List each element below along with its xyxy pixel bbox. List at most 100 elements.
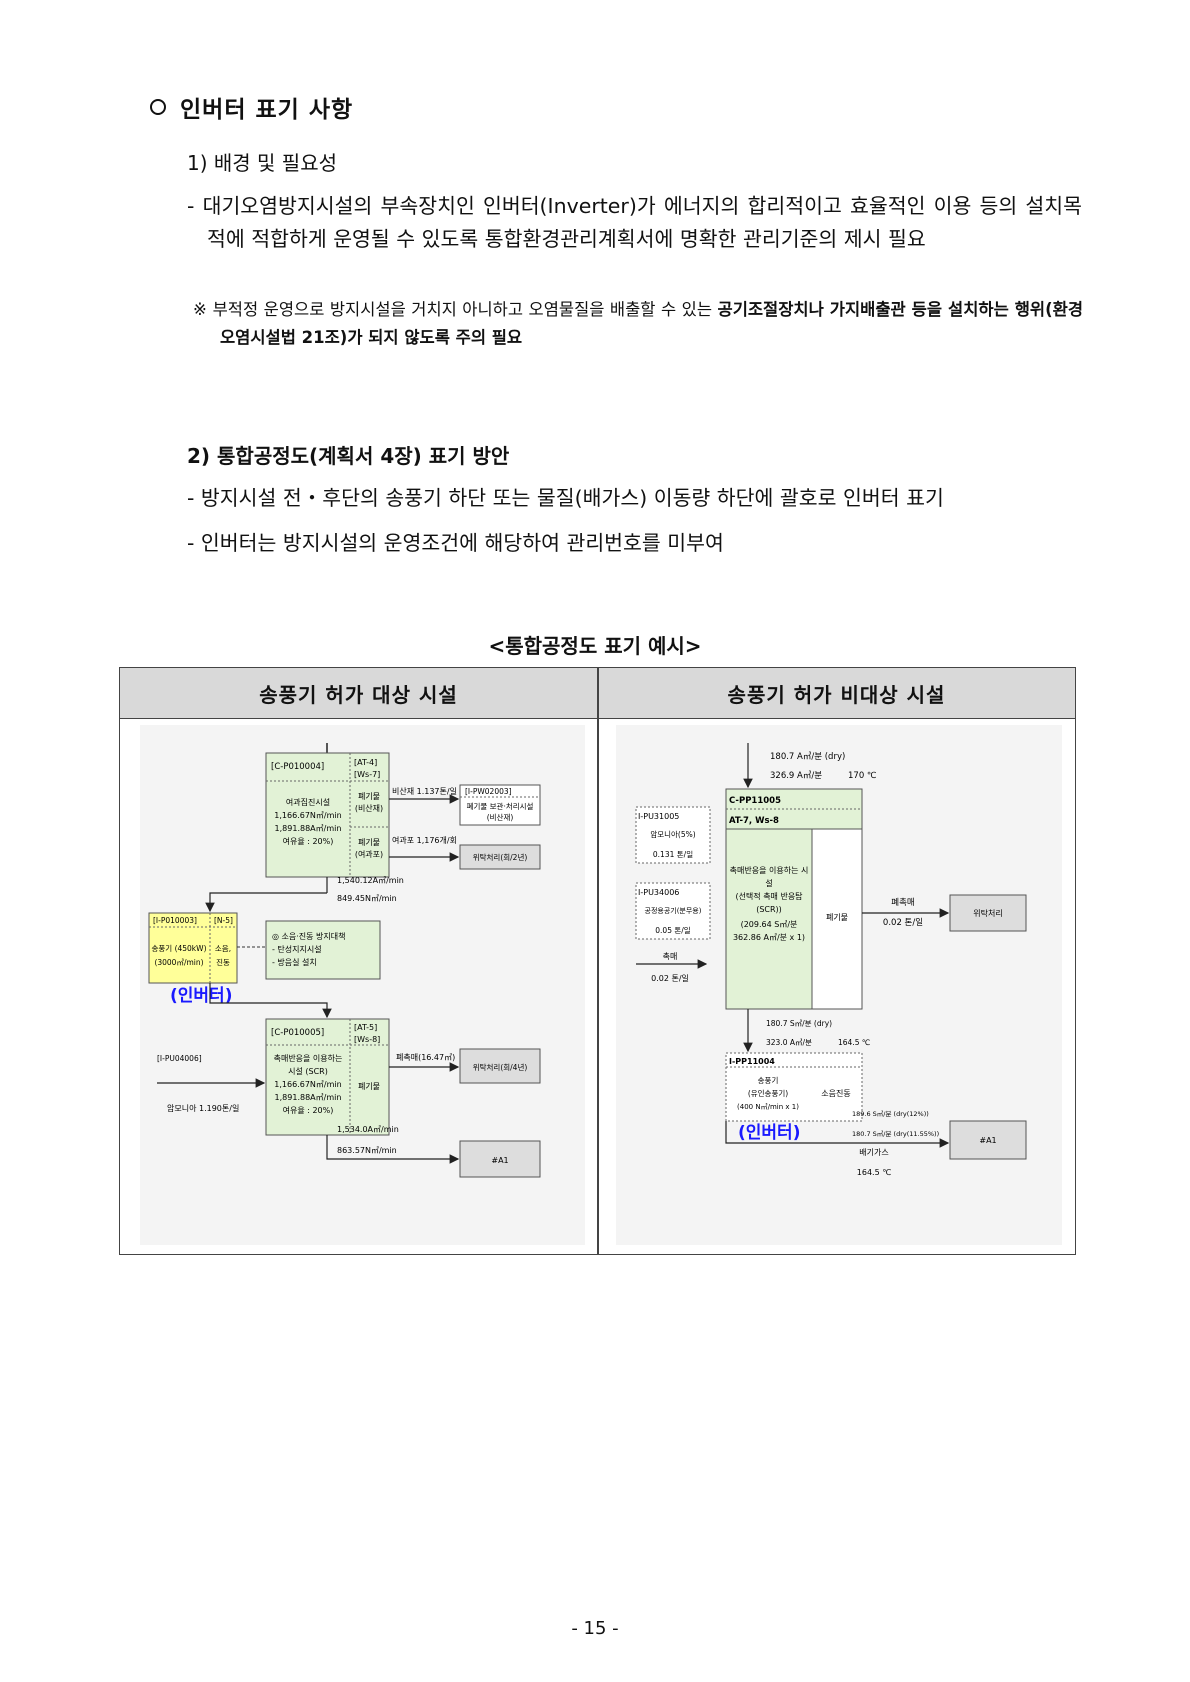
pu1-box xyxy=(635,806,711,864)
fan-line-3-right: (400 N㎥/min x 1) xyxy=(737,1102,799,1111)
exh-label: 배기가스 xyxy=(859,1148,888,1157)
pu2-val: 0.05 톤/일 xyxy=(655,926,691,935)
pu2-name: 공정용공기(분무용) xyxy=(645,906,702,915)
section2-bullet-1: - 방지시설 전・후단의 송풍기 하단 또는 물질(배가스) 이동량 하단에 괄… xyxy=(187,486,944,510)
section2-title: 2) 통합공정도(계획서 4장) 표기 방안 xyxy=(187,444,510,468)
fan-line-1-right: 송풍기 xyxy=(758,1076,779,1085)
a1-box-right xyxy=(949,1120,1027,1160)
pw-id: [I-PW02003] xyxy=(465,787,512,796)
pu2-id: I-PU34006 xyxy=(638,888,679,897)
outsource1: 위탁처리(회/2년) xyxy=(473,852,528,862)
example-table: 송풍기 허가 대상 시설 송풍기 허가 비대상 시설 [C-P010004] [… xyxy=(119,667,1076,1255)
section-heading: 인버터 표기 사항 xyxy=(150,90,353,124)
main-line-5: (209.64 S㎥/분 xyxy=(741,920,798,929)
outsource-box-right xyxy=(949,894,1027,932)
main-id: C-PP11005 xyxy=(729,796,781,806)
catalyst: 촉매 xyxy=(663,952,678,961)
flow-bot1: 1,534.0A㎥/min xyxy=(337,1125,399,1134)
box1-out1-a: 폐기물 xyxy=(358,791,380,801)
box1-code2: [Ws-7] xyxy=(354,770,380,779)
box1-line-1: 여과집진시설 xyxy=(286,797,330,807)
mid1: 180.7 S㎥/분 (dry) xyxy=(766,1019,832,1028)
right-process-diagram: 180.7 A㎥/분 (dry) 326.9 A㎥/분 170 ℃ C-PP11… xyxy=(598,719,1075,1254)
box1-line-4: 여유율 : 20%) xyxy=(283,836,334,846)
section1-title: 1) 배경 및 필요성 xyxy=(187,151,337,175)
main-code: AT-7, Ws-8 xyxy=(729,816,779,826)
noise-line-3: - 방음실 설치 xyxy=(272,957,317,967)
main-line-6: 362.86 A㎥/분 x 1) xyxy=(733,933,805,942)
box2-out: 폐기물 xyxy=(358,1081,380,1091)
fan-code: [N-5] xyxy=(214,916,233,925)
section1-paragraph: - 대기오염방지시설의 부속장치인 인버터(Inverter)가 에너지의 합리… xyxy=(187,194,1082,251)
box2-id: [C-P010005] xyxy=(271,1028,324,1038)
right-diagram-svg: 180.7 A㎥/분 (dry) 326.9 A㎥/분 170 ℃ C-PP11… xyxy=(616,725,1062,1245)
fan-noise-2: 진동 xyxy=(216,957,230,967)
box1-line-3: 1,891.88A㎥/min xyxy=(275,824,342,833)
pu1-id: I-PU31005 xyxy=(638,812,679,821)
note-bold-text: 공기조절장치나 가지배출관 등을 설치하는 행위(환경오염시설법 21조)가 되… xyxy=(220,300,1084,347)
a1-right: #A1 xyxy=(979,1136,996,1145)
outsource1-box xyxy=(459,844,541,870)
mid2: 323.0 A㎥/분 xyxy=(766,1038,812,1047)
flow-mid2: 849.45N㎥/min xyxy=(337,894,397,903)
flow-bot2: 863.57N㎥/min xyxy=(337,1146,397,1155)
mid-temp: 164.5 ℃ xyxy=(838,1038,870,1047)
top1: 180.7 A㎥/분 (dry) xyxy=(770,752,845,762)
fan-id: [I-P010003] xyxy=(153,916,197,925)
box2-line-1: 촉매반응을 이용하는 xyxy=(274,1053,343,1063)
exh2: 180.7 S㎥/분 (dry(11.55%)) xyxy=(852,1129,939,1138)
a1-box-left xyxy=(459,1140,541,1178)
box2-line-3: 1,166.67N㎥/min xyxy=(274,1080,341,1089)
filter-dust-collector-box xyxy=(265,752,390,878)
fan-line-1: 송풍기 (450kW) xyxy=(151,944,206,953)
fan-line-2: (3000㎥/min) xyxy=(154,958,203,967)
exh-temp: 164.5 ℃ xyxy=(857,1168,891,1177)
section1-note: ※ 부적정 운영으로 방지시설을 거치지 아니하고 오염물질을 배출할 수 있는… xyxy=(193,296,1083,352)
note-normal-text: 부적정 운영으로 방지시설을 거치지 아니하고 오염물질을 배출할 수 있는 xyxy=(212,300,718,319)
noise-line-2: - 탄성지지시설 xyxy=(272,944,322,954)
fan-noise-1: 소음, xyxy=(215,944,231,953)
pu2-box xyxy=(635,882,711,940)
scr-box xyxy=(265,1018,390,1136)
flow-mid1: 1,540.12A㎥/min xyxy=(337,876,404,885)
fan-noise-right: 소음진동 xyxy=(821,1088,850,1098)
left-diagram-svg: [C-P010004] [AT-4] [Ws-7] 여과집진시설 1,166.6… xyxy=(140,725,585,1245)
pu1-val: 0.131 톤/일 xyxy=(653,850,693,859)
note-mark: ※ xyxy=(193,300,208,319)
outsource2-box xyxy=(459,1048,541,1084)
flow2-label: 여과포 1,176개/회 xyxy=(392,835,457,845)
fan-line-2-right: (유인송풍기) xyxy=(748,1088,788,1098)
figure-caption: <통합공정도 표기 예시> xyxy=(488,634,702,658)
top-temp: 170 ℃ xyxy=(848,771,877,781)
page-number: - 15 - xyxy=(571,1618,619,1639)
pu-id: [I-PU04006] xyxy=(157,1054,202,1063)
table-divider xyxy=(597,668,599,1254)
box1-out2-a: 폐기물 xyxy=(358,837,380,847)
box2-line-2: 시설 (SCR) xyxy=(288,1066,328,1076)
main-line-2: 설 xyxy=(765,878,772,888)
box2-code2: [Ws-8] xyxy=(354,1035,380,1044)
main-out: 폐기물 xyxy=(826,912,848,922)
box1-code1: [AT-4] xyxy=(354,758,377,767)
main-line-1: 촉매반응을 이용하는 시 xyxy=(730,865,809,875)
ammonia-label: 암모니아 1.190톤/일 xyxy=(167,1103,239,1113)
waste-val: 0.02 톤/일 xyxy=(883,918,923,928)
outsource-right: 위탁처리 xyxy=(973,908,1002,918)
catalyst-val: 0.02 톤/일 xyxy=(651,974,689,983)
pw-storage-box xyxy=(459,784,541,826)
left-process-diagram: [C-P010004] [AT-4] [Ws-7] 여과집진시설 1,166.6… xyxy=(120,719,597,1254)
main-line-3: (선택적 촉매 반응탑 xyxy=(735,891,803,901)
box1-out1-b: (비산재) xyxy=(355,803,383,813)
fan-id-right: I-PP11004 xyxy=(729,1057,775,1066)
noise-line-1: ◎ 소음·진동 방지대책 xyxy=(272,931,346,941)
flow1-label: 비산재 1.137톤/일 xyxy=(392,786,457,796)
pu1-name: 암모니아(5%) xyxy=(650,829,695,839)
exh1: 189.6 S㎥/분 (dry(12%)) xyxy=(852,1109,929,1118)
pw-line-1: 폐기물 보관·처리시설 xyxy=(467,801,534,811)
pw-line-2: (비산재) xyxy=(487,812,514,822)
section2-bullet-2: - 인버터는 방지시설의 운영조건에 해당하여 관리번호를 미부여 xyxy=(187,531,724,555)
fan-box-right xyxy=(725,1052,863,1122)
box2-line-5: 여유율 : 20%) xyxy=(283,1105,334,1115)
table-header-left: 송풍기 허가 대상 시설 xyxy=(120,668,597,719)
box2-code1: [AT-5] xyxy=(354,1023,377,1032)
